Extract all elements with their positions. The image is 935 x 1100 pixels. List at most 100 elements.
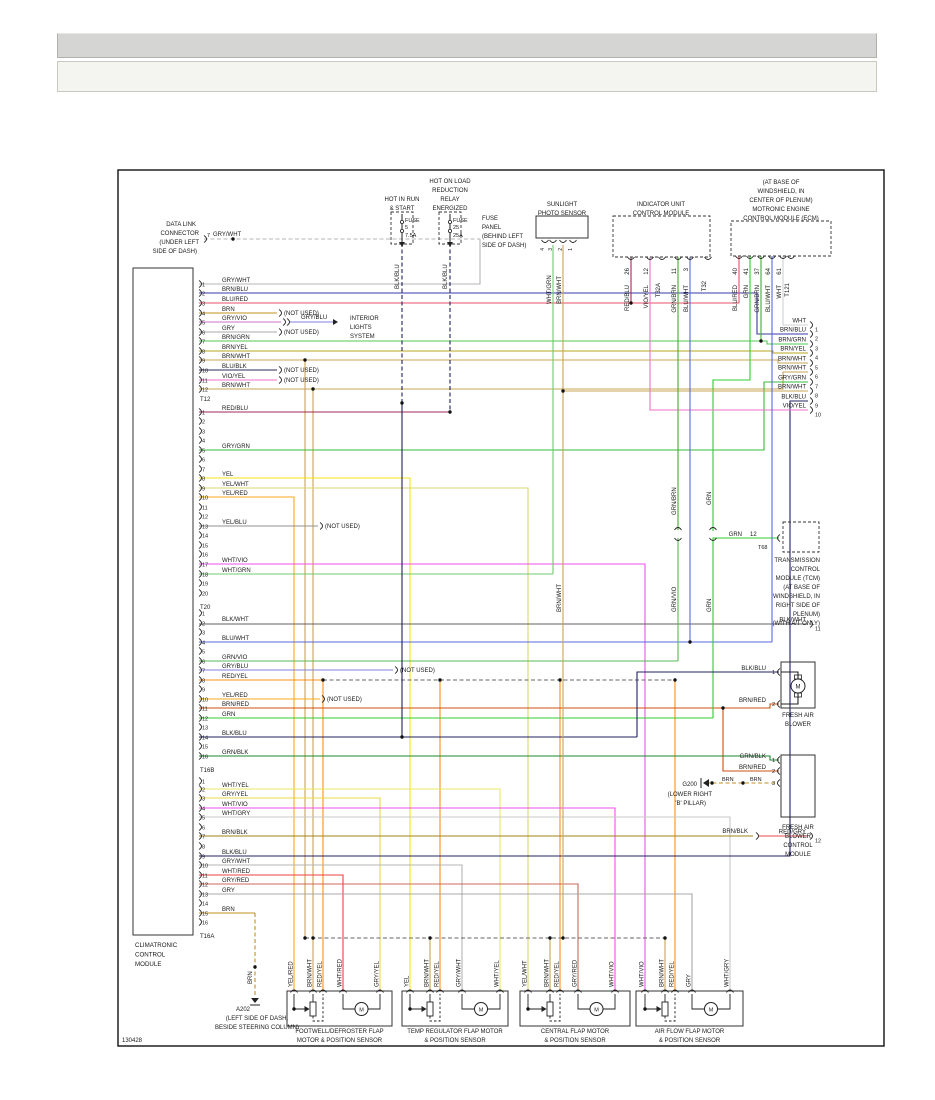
wire-label: BRN/WHT — [425, 959, 431, 987]
pin-number: 8 — [202, 477, 205, 483]
text-label: INDICATOR UNIT — [637, 202, 685, 208]
wire-label: BLK/WHT — [222, 617, 249, 623]
pin-bracket — [198, 861, 202, 869]
wire-gry-wht — [199, 864, 463, 991]
pin-bracket — [674, 256, 682, 260]
wire-label: GRY/GRN — [222, 444, 250, 450]
wire-label: BRN/RED — [222, 702, 250, 708]
motor-icon — [474, 1002, 488, 1016]
text-label: WINDSHIELD, IN — [773, 594, 820, 600]
pin-bracket — [309, 989, 317, 993]
pin-number: 13 — [202, 893, 208, 899]
wire-label: RED/GRY — [779, 830, 806, 836]
text-label: 12 — [750, 532, 757, 538]
rotated-wire-label: GRN/BRN — [672, 285, 678, 313]
toolbar-strip-top — [57, 33, 877, 58]
pin-bracket — [809, 620, 813, 628]
pin-bracket — [198, 328, 202, 336]
junction-dot — [759, 339, 763, 343]
pin-number: 1 — [202, 612, 205, 618]
pin-bracket — [674, 527, 682, 531]
junction-dot — [311, 387, 315, 391]
pin-bracket — [198, 909, 202, 917]
pin-number: 2 — [202, 622, 205, 628]
pin-number: 11 — [202, 379, 208, 385]
connector-label: T16A — [200, 934, 214, 940]
wire-label: YEL — [222, 472, 234, 478]
wire-label: BRN — [222, 307, 235, 313]
rotated-wire-label: RED/BLU — [625, 285, 631, 311]
pin-bracket — [809, 330, 813, 338]
pin-bracket — [406, 989, 414, 993]
pot-return — [312, 994, 324, 1022]
pin-bracket — [541, 239, 549, 243]
wire-label: GRY/WHT — [457, 958, 463, 987]
text-label: CONNECTOR — [160, 231, 199, 237]
pin-bracket — [777, 534, 781, 542]
rotated-wire-label: 3 — [548, 248, 554, 251]
pin-bracket — [768, 255, 776, 259]
text-label: TRANSMISSION — [774, 558, 820, 564]
text-label: 2 — [772, 769, 775, 775]
pin-number: 6 — [202, 660, 205, 666]
rotated-wire-label: BRN — [248, 971, 254, 984]
wire-label: RED/YEL — [670, 961, 676, 987]
text-label: DATA LINK — [166, 222, 196, 228]
rotated-wire-label: WHT — [777, 285, 783, 299]
text-label: G200 — [682, 782, 697, 788]
wire-label: WHT/YEL — [222, 783, 249, 789]
pin-bracket — [198, 570, 202, 578]
pin-bracket — [524, 989, 532, 993]
text-label: GRN/BLK — [740, 754, 766, 760]
pin-bracket — [777, 779, 781, 787]
pin-number: 4 — [202, 439, 205, 445]
junction-dot — [408, 1007, 412, 1011]
pin-number: 2 — [202, 292, 205, 298]
pin-bracket — [198, 609, 202, 617]
pin-bracket — [198, 550, 202, 558]
pin-bracket — [198, 474, 202, 482]
text-label: BESIDE STEERING COLUMN) — [215, 1025, 299, 1031]
connector-label: T12 — [200, 397, 211, 403]
module-name: MODULE — [135, 961, 161, 968]
actuator-caption: TEMP REGULATOR FLAP MOTOR — [407, 1029, 503, 1035]
wire-label: GRY/BLU — [222, 664, 248, 670]
arrow-icon — [447, 242, 453, 247]
pin-number: 6 — [202, 826, 205, 832]
pin-bracket — [641, 989, 649, 993]
wire-label: WHT/VIO — [610, 961, 616, 987]
wire-label: BRN/BLU — [222, 287, 248, 293]
pin-bracket — [746, 255, 754, 259]
pin-bracket — [198, 890, 202, 898]
wire-blk — [781, 671, 799, 679]
pin-bracket — [735, 255, 743, 259]
wire-label: WHT — [792, 319, 806, 325]
pin-number: 11 — [202, 707, 208, 713]
text-label: BLK/BLU — [741, 666, 766, 672]
pin-bracket — [198, 794, 202, 802]
wire-label: BRN/GRN — [778, 338, 806, 344]
wire-label: BRN/WHT — [778, 385, 806, 391]
wire-label: YEL/WHT — [523, 960, 529, 987]
wire-label: BRN/BLK — [222, 830, 248, 836]
rotated-wire-label: BLU/RED — [733, 284, 739, 311]
pin-number: 1 — [202, 283, 205, 289]
wire-label: BRN — [222, 907, 235, 913]
rotated-wire-label: GRN/BRN — [755, 285, 761, 313]
actuator-box — [286, 990, 393, 1027]
pin-bracket — [198, 309, 202, 317]
module-name: CLIMATRONIC — [135, 942, 178, 949]
wire-wht-vio — [199, 807, 616, 991]
pin-bracket — [198, 823, 202, 831]
wire-gry — [199, 893, 693, 991]
pin-bracket — [671, 989, 679, 993]
pin-bracket — [198, 685, 202, 693]
wire-label: VIO/YEL — [783, 404, 807, 410]
actuator-box — [635, 990, 744, 1027]
wire-label: RED/YEL — [555, 961, 561, 987]
pin-bracket — [559, 239, 567, 243]
junction-dot — [253, 965, 257, 969]
pin-bracket — [777, 668, 781, 676]
arrow-icon — [333, 319, 338, 325]
pin-bracket — [779, 255, 787, 259]
